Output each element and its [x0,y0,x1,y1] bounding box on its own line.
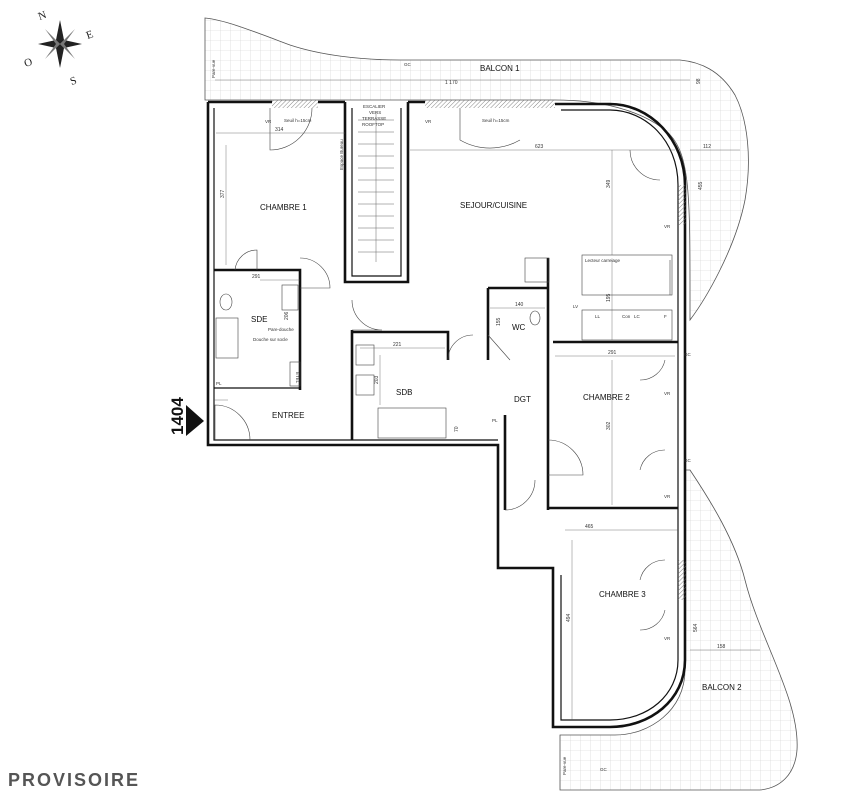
dim-455: 455 [698,181,704,190]
compass-rose: N E S O [23,9,96,88]
dimension-lines [215,79,760,720]
label-lv: LV [573,304,578,309]
lot-number: 1404 [168,397,187,435]
dim-377: 377 [220,189,226,198]
label-seuil-2: Seuil h=15cm [482,118,510,123]
compass-n: N [37,9,49,23]
dim-465: 465 [585,524,594,530]
door-swings [214,107,666,631]
label-pare-douche: Pare-douche [268,327,294,332]
dim-564: 564 [693,623,699,632]
watermark-provisoire: PROVISOIRE [8,770,141,790]
label-vr-2: VR [425,119,432,124]
label-pl-2: PL [492,418,498,423]
label-vr-6: VR [664,636,671,641]
room-sdb: SDB [396,388,412,397]
entry-arrow-icon [186,405,204,436]
label-eteil: ETEL [295,372,300,384]
room-chambre2: CHAMBRE 2 [583,393,630,402]
label-gc-3: GC [684,352,692,357]
room-sde: SDE [251,315,267,324]
staircase-label-1: ESCALIER [363,104,386,109]
dim-221: 221 [393,342,402,348]
label-pl-1: PL [216,381,222,386]
dim-291a: 291 [252,274,261,280]
dim-70: 70 [454,426,460,432]
balcon1-terrace [204,17,749,322]
label-lineaire: Lecteur carrelage [585,258,621,263]
dim-195: 195 [606,293,612,302]
staircase-label-4: ROOFTOP [362,122,384,127]
compass-s: S [69,75,79,88]
staircase-label-2: VERS [369,110,381,115]
dim-291b: 291 [608,350,617,356]
dim-314: 314 [275,127,284,133]
dim-302: 302 [606,421,612,430]
label-gc-1: GC [404,62,412,67]
dim-1170: 1 170 [445,80,458,86]
label-cong: Con [622,314,631,319]
dim-623: 623 [535,144,544,150]
room-chambre1: CHAMBRE 1 [260,203,307,212]
label-douche: Douche sur socle [253,337,288,342]
label-lc: LC [634,314,641,319]
room-dgt: DGT [514,395,531,404]
label-vr-3: VR [664,224,671,229]
dim-155: 155 [496,317,502,326]
dim-140: 140 [515,302,524,308]
dim-158: 158 [717,644,726,650]
label-pare-vue-2: Pare-vue [562,756,567,775]
label-seuil-1: Seuil h=15cm [284,118,312,123]
fixtures [214,254,673,439]
dim-206: 206 [284,311,290,320]
compass-o: O [23,56,35,70]
dim-98: 98 [696,78,702,84]
label-ll: LL [595,314,601,319]
staircase-label-3: TERRASSE [362,116,386,121]
dim-203: 203 [374,375,380,384]
staircase [343,102,410,284]
label-vr-1: VR [265,119,272,124]
room-entree: ENTREE [272,411,304,420]
compass-e: E [85,28,96,42]
room-chambre3: CHAMBRE 3 [599,590,646,599]
interior-partitions [214,257,678,510]
room-balcon1: BALCON 1 [480,64,520,73]
dim-349: 349 [606,179,612,188]
room-sejour: SEJOUR/CUISINE [460,201,527,210]
room-wc: WC [512,323,526,332]
label-vr-5: VR [664,494,671,499]
room-balcon2: BALCON 2 [702,683,742,692]
dim-494: 494 [566,613,572,622]
dim-112: 112 [703,144,711,150]
balcon2-terrace [559,469,798,791]
label-gc-2: GC [600,767,608,772]
label-gc-4: GC [684,458,692,463]
label-pare-vue-1: Pare-vue [211,59,216,78]
label-f: F [664,314,667,319]
label-vr-4: VR [664,391,671,396]
label-espace-bureau: Espace Bureau [339,139,344,170]
